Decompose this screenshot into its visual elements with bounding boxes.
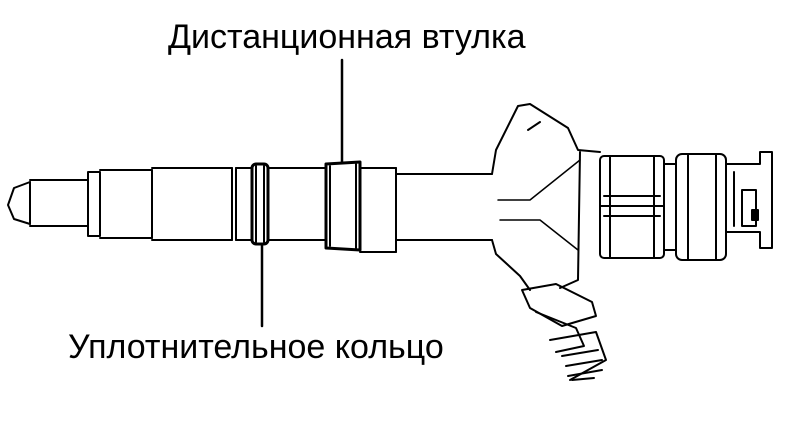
nozzle-tip (7, 179, 89, 227)
spacer-sleeve (324, 160, 362, 252)
injector-head (491, 103, 601, 291)
injector-body (267, 167, 493, 253)
leader-lines (260, 58, 344, 328)
fuel-inlet-fitting (521, 283, 607, 381)
connector-nut (599, 155, 665, 259)
spacer-sleeve-label: Дистанционная втулка (168, 18, 526, 56)
sealing-ring (250, 162, 270, 246)
nozzle-body (87, 167, 253, 241)
electrical-connector (663, 151, 773, 261)
sealing-ring-label: Уплотнительное кольцо (68, 328, 444, 366)
